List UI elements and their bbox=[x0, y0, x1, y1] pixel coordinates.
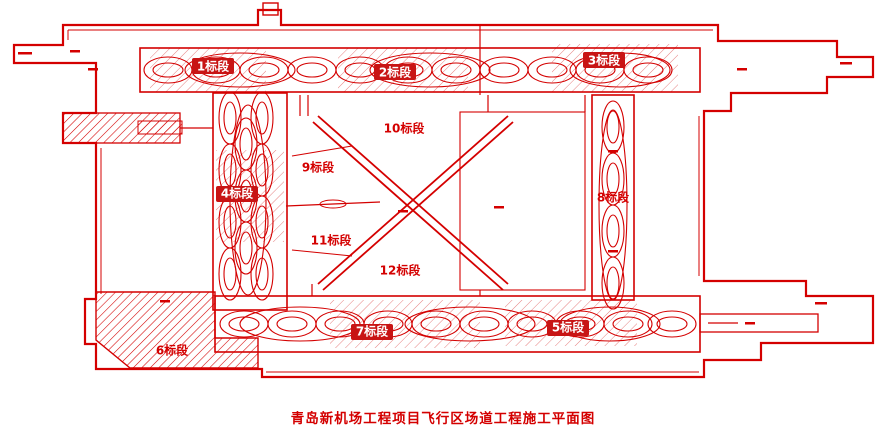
label-section-3: 3标段 bbox=[588, 53, 621, 68]
label-backing bbox=[192, 58, 234, 74]
apron-area bbox=[459, 111, 586, 291]
taxiway-loop bbox=[218, 91, 242, 145]
label-section-10: 10标段 bbox=[384, 121, 426, 136]
annotation-mark bbox=[737, 68, 747, 71]
label-backing bbox=[216, 186, 258, 202]
annotation-mark bbox=[608, 150, 618, 153]
label-backing bbox=[351, 324, 393, 340]
annotation-mark bbox=[608, 250, 618, 253]
section-labels: 1标段 2标段 3标段 10标段 9标段 4标段 8标段 11标段 12标段 7… bbox=[156, 53, 630, 358]
annotation-mark bbox=[745, 322, 755, 325]
drawing-title: 青岛新机场工程项目飞行区场道工程施工平面图 bbox=[291, 410, 596, 427]
label-section-9: 9标段 bbox=[302, 160, 335, 175]
label-section-11: 11标段 bbox=[311, 233, 353, 248]
annotation-mark bbox=[398, 210, 408, 213]
taxiway-long-loop bbox=[369, 52, 491, 88]
annotation-mark bbox=[815, 302, 827, 305]
taxi-island bbox=[319, 199, 347, 209]
label-backings bbox=[192, 52, 625, 340]
label-section-2: 2标段 bbox=[379, 65, 412, 80]
taxiway-long-loop bbox=[598, 109, 628, 301]
runway-line bbox=[312, 121, 504, 291]
runway-line bbox=[322, 121, 514, 291]
taxiway-loop bbox=[601, 204, 625, 258]
label-backing bbox=[374, 64, 416, 80]
taxiway-loop bbox=[647, 310, 697, 338]
label-section-1: 1标段 bbox=[197, 59, 230, 74]
tower-stub bbox=[262, 2, 279, 16]
annotation-mark bbox=[18, 52, 32, 55]
taxi-connector bbox=[291, 145, 353, 157]
inner-boundary-accents bbox=[67, 29, 713, 373]
annotation-marks bbox=[18, 50, 852, 325]
annotation-mark bbox=[840, 62, 852, 65]
left-taxiway-band bbox=[212, 92, 288, 311]
taxiway-loop bbox=[250, 91, 274, 145]
label-section-7: 7标段 bbox=[356, 324, 389, 339]
taxi-connector bbox=[291, 249, 353, 257]
annotation-mark bbox=[160, 300, 170, 303]
runway-crossing bbox=[285, 115, 514, 291]
label-backing bbox=[547, 320, 589, 336]
taxiway-long-loop bbox=[184, 52, 296, 88]
taxi-connector bbox=[285, 201, 381, 207]
label-section-6: 6标段 bbox=[156, 343, 189, 358]
top-taxiway-band bbox=[139, 47, 701, 93]
taxiway-loop bbox=[479, 56, 529, 84]
annotation-mark bbox=[494, 206, 504, 209]
annotation-mark bbox=[70, 50, 80, 53]
label-section-5: 5标段 bbox=[552, 320, 585, 335]
label-section-4: 4标段 bbox=[221, 186, 254, 201]
hatch-west-block bbox=[137, 120, 183, 135]
label-section-12: 12标段 bbox=[380, 263, 422, 278]
taxiway-loop bbox=[218, 247, 242, 301]
annotation-mark bbox=[88, 68, 98, 71]
label-section-8: 8标段 bbox=[597, 190, 630, 205]
taxiway-loop bbox=[267, 310, 317, 338]
hatched-zones bbox=[62, 44, 678, 369]
taxiway-loop bbox=[250, 247, 274, 301]
southeast-strip bbox=[699, 313, 819, 333]
band-connectors bbox=[180, 25, 586, 296]
taxiway-long-loop bbox=[404, 306, 536, 342]
taxiway-loop bbox=[219, 310, 269, 338]
label-backing bbox=[583, 52, 625, 68]
